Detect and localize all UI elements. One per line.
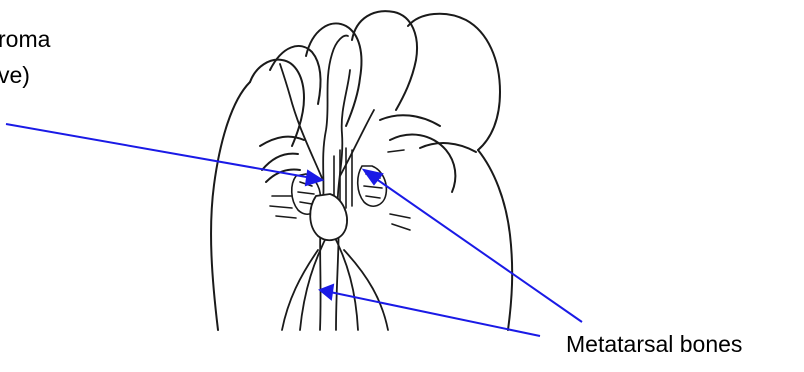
neuroma-swelling <box>310 194 347 240</box>
sole-left-contour <box>211 82 250 330</box>
fourth-toe-outline <box>270 46 320 104</box>
nerve-lower-branch <box>344 250 388 330</box>
nerve-lower-branch <box>282 250 318 330</box>
skin-flap-left <box>262 154 298 170</box>
metatarsal-pointer-arrowhead-left <box>320 285 333 299</box>
neuroma-label-line2: ve) <box>0 62 30 89</box>
metatarsal-pointer-line-right <box>372 176 582 322</box>
metatarsal-pointer-line-left <box>330 292 540 336</box>
sole-right-contour <box>478 150 512 330</box>
toe-crease <box>260 137 304 146</box>
toe-crease <box>380 115 440 126</box>
neuroma-pointer-line <box>6 124 312 178</box>
neuroma-label-line1: roma <box>0 26 50 53</box>
toe-crease <box>420 143 476 152</box>
metatarsal-bones-label: Metatarsal bones <box>566 331 742 358</box>
big-toe-outline <box>408 14 500 150</box>
nerve-lower-branch <box>300 230 330 330</box>
little-toe-outline <box>250 60 304 146</box>
